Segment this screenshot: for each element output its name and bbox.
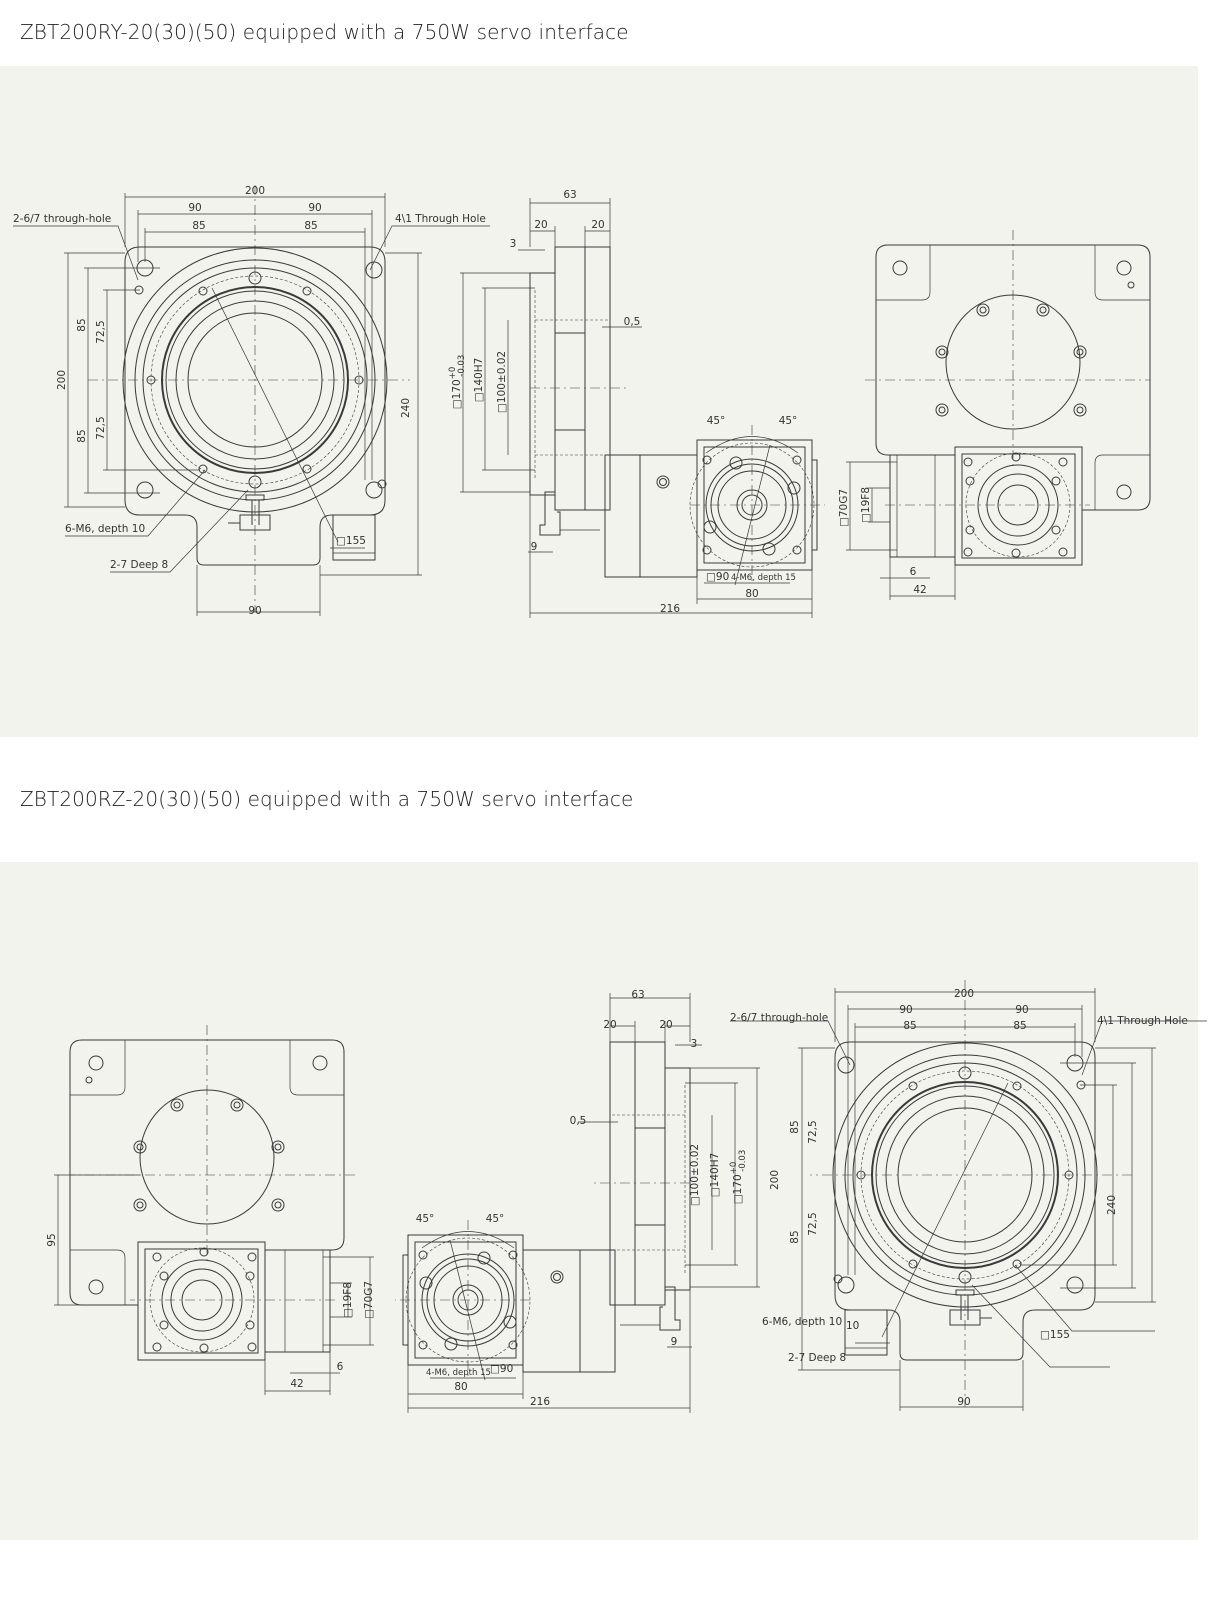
square-170-tol-lower: -0.03: [457, 355, 467, 377]
deep-holes-label: 2-7 Deep 8: [788, 1352, 846, 1364]
dim-depth-total: 240: [400, 398, 412, 418]
tapped-holes-label: 6-M6, depth 10: [65, 523, 145, 535]
dim-height-upper: 85: [76, 318, 88, 331]
section1-drawing-panel: [0, 66, 1198, 737]
dim-gap: 0,5: [570, 1115, 587, 1127]
dim-pilot-70: □70G7: [838, 489, 850, 527]
dim-gap: 0,5: [624, 316, 641, 328]
through-hole-small-label: 2-6/7 through-hole: [13, 213, 111, 225]
through-hole-large-label: 4\1 Through Hole: [1097, 1015, 1188, 1027]
dim-inner-upper: 72,5: [95, 320, 107, 343]
dim-length-total: 216: [530, 1396, 550, 1408]
dim-inner-upper: 72,5: [807, 1120, 819, 1143]
section2-labels: 95 □19F8 □70G7 6 42 45° 45° 4-M6, depth …: [46, 988, 1188, 1408]
dim-thickness-total: 63: [563, 189, 576, 201]
dim-height-lower: 85: [76, 429, 88, 442]
dim-flange-right: 20: [591, 219, 604, 231]
section2-drawing-panel: [0, 862, 1198, 1540]
dim-shaft-19: □19F8: [860, 487, 872, 523]
dim-shaft-length: 42: [913, 584, 926, 596]
dim-width-half-right: 90: [308, 202, 321, 214]
square-170-tol-upper: +0: [448, 367, 458, 380]
dim-step: 3: [691, 1038, 698, 1050]
dim-hole-pitch-right: 85: [1013, 1020, 1026, 1032]
dim-height-95: 95: [46, 1233, 58, 1246]
dim-inner-lower: 72,5: [807, 1212, 819, 1235]
section2-extra-dims: [54, 1174, 140, 1306]
dim-tab-width: 90: [248, 605, 261, 617]
square-170-value: □170: [732, 1174, 744, 1204]
angle-left: 45°: [416, 1213, 435, 1225]
square-170-value: □170: [451, 379, 463, 409]
square-155-label: □155: [336, 535, 366, 547]
dim-hole-pitch-right: 85: [304, 220, 317, 232]
dim-shaft-length: 42: [290, 1378, 303, 1390]
through-hole-small-label: 2-6/7 through-hole: [730, 1012, 828, 1024]
dim-thickness-total: 63: [631, 989, 644, 1001]
dim-pilot-70: □70G7: [363, 1281, 375, 1319]
dim-width-half-left: 90: [899, 1004, 912, 1016]
dim-shaft-offset: 6: [337, 1361, 344, 1373]
dim-width-half-right: 90: [1015, 1004, 1028, 1016]
tapped-holes-label: 6-M6, depth 10: [762, 1316, 842, 1328]
section2-title: ZBT200RZ-20(30)(50) equipped with a 750W…: [20, 787, 634, 811]
dim-hole-pitch-left: 85: [192, 220, 205, 232]
section2-geometry: [69, 979, 1208, 1414]
square-90-label: □90: [706, 571, 729, 583]
dim-step: 3: [510, 238, 517, 250]
dim-flange-right: 20: [659, 1019, 672, 1031]
motor-holes-label: 4-M6, depth 15: [731, 573, 796, 583]
dim-flange-left: 20: [603, 1019, 616, 1031]
dim-square-100: □100±0.02: [496, 351, 508, 413]
dim-height-upper: 85: [789, 1120, 801, 1133]
dim-depth-total: 240: [1106, 1195, 1118, 1215]
angle-right: 45°: [486, 1213, 505, 1225]
section1-geometry: [12, 184, 1151, 619]
deep-holes-label: 2-7 Deep 8: [110, 559, 168, 571]
dim-length-total: 216: [660, 603, 680, 615]
dim-shaft-offset: 6: [910, 566, 917, 578]
dim-width-total: 200: [954, 988, 974, 1000]
angle-right: 45°: [779, 415, 798, 427]
square-90-label: □90: [490, 1363, 513, 1375]
dim-shaft-19: □19F8: [342, 1282, 354, 1318]
through-hole-large-label: 4\1 Through Hole: [395, 213, 486, 225]
dim-width-total: 200: [245, 185, 265, 197]
tapped-depth-note: 10: [846, 1320, 859, 1332]
dim-hole-pitch-left: 85: [903, 1020, 916, 1032]
square-170-tol-upper: +0: [729, 1162, 739, 1175]
dim-offset-9: 9: [531, 541, 538, 553]
dim-inner-lower: 72,5: [95, 416, 107, 439]
dim-square-170: □170+0-0.03: [729, 1150, 748, 1205]
dim-motor-width: 80: [745, 588, 758, 600]
dim-square-170: □170+0-0.03: [448, 355, 467, 410]
dim-offset-9: 9: [671, 1336, 678, 1348]
dim-flange-left: 20: [534, 219, 547, 231]
dim-height-total: 200: [56, 370, 68, 390]
dim-width-half-left: 90: [188, 202, 201, 214]
square-155-label: □155: [1040, 1329, 1070, 1341]
section1-title: ZBT200RY-20(30)(50) equipped with a 750W…: [20, 20, 629, 44]
dim-square-140: □140H7: [709, 1153, 721, 1198]
dim-tab-width: 90: [957, 1396, 970, 1408]
dim-motor-width: 80: [454, 1381, 467, 1393]
dim-square-100: □100±0.02: [689, 1144, 701, 1206]
dim-square-140: □140H7: [473, 358, 485, 403]
square-170-tol-lower: -0.03: [738, 1150, 748, 1172]
section1-labels: 2-6/7 through-hole 4\1 Through Hole 200 …: [13, 185, 927, 617]
motor-holes-label: 4-M6, depth 15: [426, 1368, 491, 1378]
dim-height-lower: 85: [789, 1230, 801, 1243]
angle-left: 45°: [707, 415, 726, 427]
dim-height-total: 200: [769, 1170, 781, 1190]
